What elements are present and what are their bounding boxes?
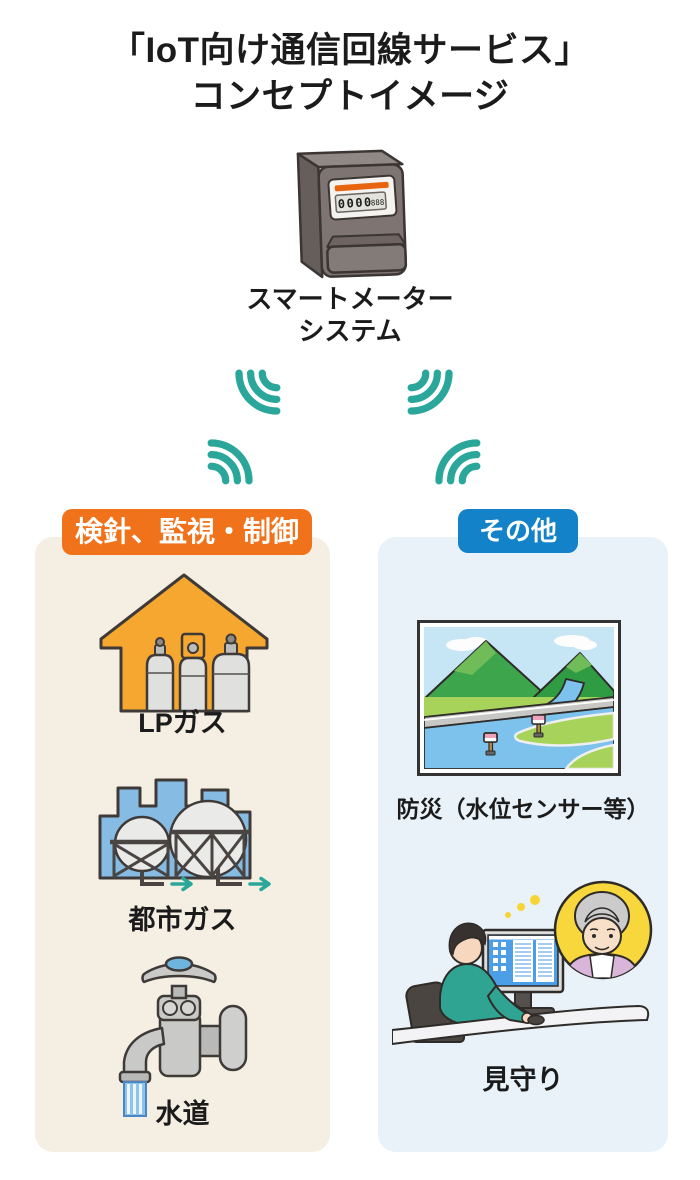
woman-shirt	[589, 953, 615, 978]
flood-sensor-landscape-frame	[417, 620, 621, 776]
water-stream	[123, 1081, 147, 1117]
faucet-wall-flange	[218, 1004, 248, 1072]
water-level-sensor-1	[483, 732, 498, 756]
elderly-woman	[562, 891, 642, 978]
meter-digits: 0000	[337, 195, 373, 211]
page-title: 「IoT向け通信回線サービス」 コンセプトイメージ	[0, 28, 700, 120]
page-title-line-1: 「IoT向け通信回線サービス」	[110, 31, 590, 70]
gas-holder-small-stand	[110, 839, 172, 878]
faucet-outlet	[118, 1070, 152, 1084]
monitoring-operator-illustration	[392, 880, 653, 1046]
meter-display: 0000 888	[327, 174, 398, 221]
meter-side-face	[296, 152, 324, 279]
smart-meter-illustration: 0000 888	[296, 149, 408, 279]
meter-display-stripe	[334, 181, 389, 192]
smart-meter-label-line-1: スマートメーター	[246, 284, 454, 314]
flow-arrow-left	[170, 876, 193, 892]
smart-meter-label-line-2: システム	[298, 316, 402, 347]
woman-fringe	[584, 907, 620, 923]
city-gas-label: 都市ガス	[128, 905, 237, 935]
gas-holder-large-stand	[170, 829, 250, 878]
thought-bubble	[505, 880, 653, 980]
meter-flap	[326, 243, 408, 274]
meter-reading-badge: 検針、監視・制御	[62, 509, 312, 555]
water-faucet-icon	[118, 956, 248, 1117]
faucet-body	[158, 1010, 202, 1078]
smart-meter-label: スマートメーター システム	[0, 283, 700, 347]
flood-sensor-landscape-illustration	[423, 627, 616, 771]
wifi-wave-bottom-left-icon	[207, 439, 253, 485]
gas-pipe-left	[140, 871, 164, 886]
meter-digits-small: 888	[371, 198, 386, 208]
person-hair	[448, 922, 487, 956]
woman-smile	[594, 946, 610, 951]
lp-gas-house-icon	[99, 573, 269, 713]
wifi-wave-top-right-icon	[407, 369, 453, 415]
others-badge: その他	[458, 509, 578, 553]
faucet-stem	[170, 984, 188, 1000]
gas-pipe-right	[216, 868, 242, 886]
wifi-wave-top-left-icon	[235, 369, 281, 415]
woman-face	[582, 917, 622, 955]
page-title-line-2: コンセプトイメージ	[190, 77, 510, 117]
water-label: 水道	[155, 1099, 210, 1129]
faucet-spout	[122, 1026, 166, 1076]
computer-monitor	[481, 928, 565, 1016]
meter-lcd	[334, 191, 387, 214]
city-gas-plant-icon	[98, 778, 271, 892]
screen-icons	[493, 942, 506, 971]
computer-mouse	[527, 1014, 545, 1026]
guard-rail	[423, 699, 615, 721]
wifi-wave-bottom-right-icon	[435, 439, 481, 485]
flow-arrow-right	[248, 876, 271, 892]
water-level-sensor-2	[531, 714, 546, 738]
monitoring-label: 見守り	[482, 1065, 564, 1095]
lp-gas-label: LPガス	[138, 708, 227, 738]
faucet-handle-cap	[164, 956, 194, 972]
mountain-highlight	[454, 641, 496, 675]
disaster-prevention-label: 防災（水位センサー等）	[396, 796, 650, 822]
gas-cylinders	[145, 632, 251, 713]
